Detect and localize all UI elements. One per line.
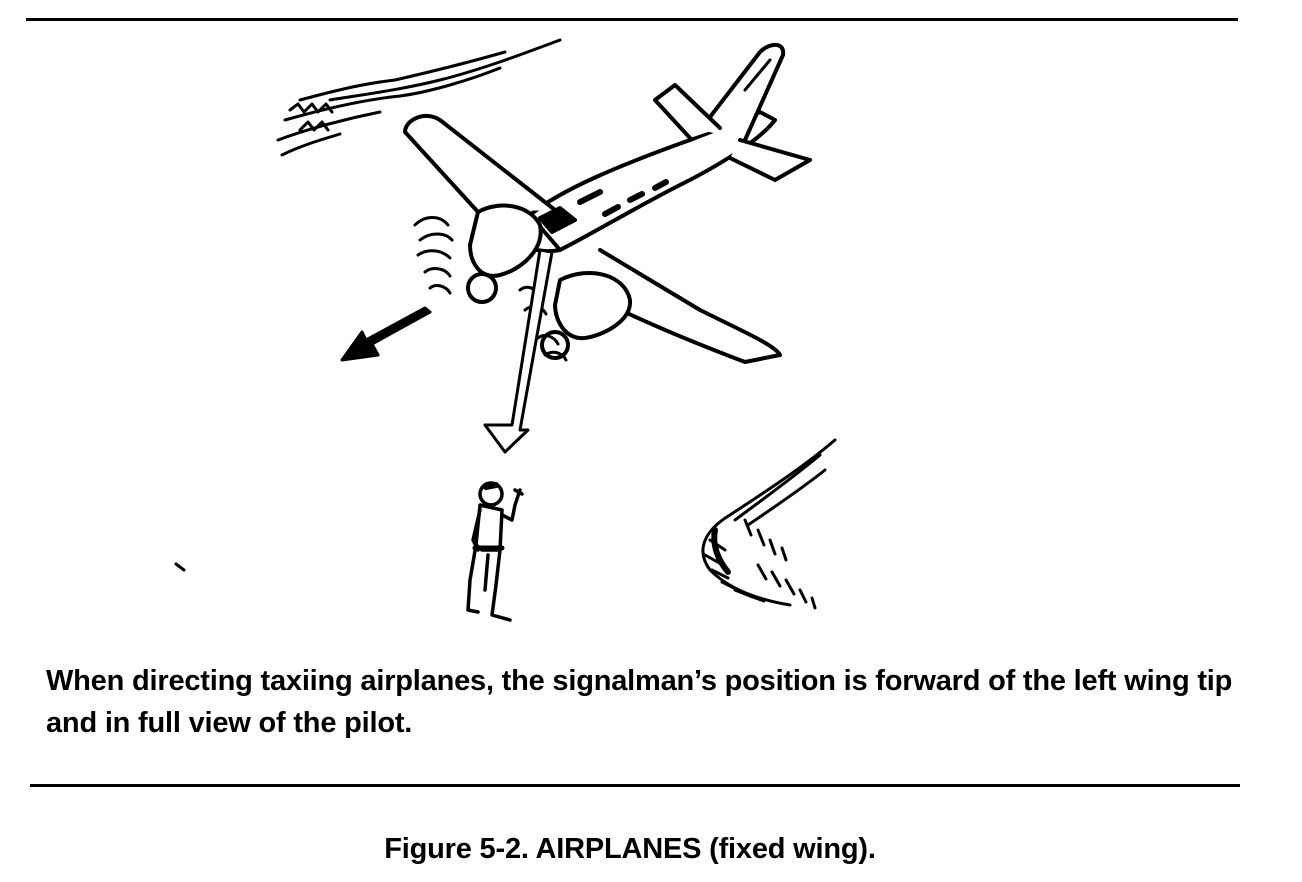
propeller-icon xyxy=(413,216,568,362)
bottom-rule xyxy=(30,784,1240,787)
arrow-icon xyxy=(340,306,432,362)
top-rule xyxy=(26,18,1238,21)
airplane-icon xyxy=(403,42,812,364)
signalman-icon xyxy=(466,481,524,622)
figure-title: Figure 5-2. AIRPLANES (fixed wing). xyxy=(384,833,876,865)
motion-lines-icon xyxy=(276,38,562,157)
figure-caption: When directing taxiing airplanes, the si… xyxy=(46,665,1233,739)
illustration xyxy=(174,38,837,622)
arrow-icon xyxy=(483,248,554,454)
motion-lines-icon xyxy=(701,438,837,610)
